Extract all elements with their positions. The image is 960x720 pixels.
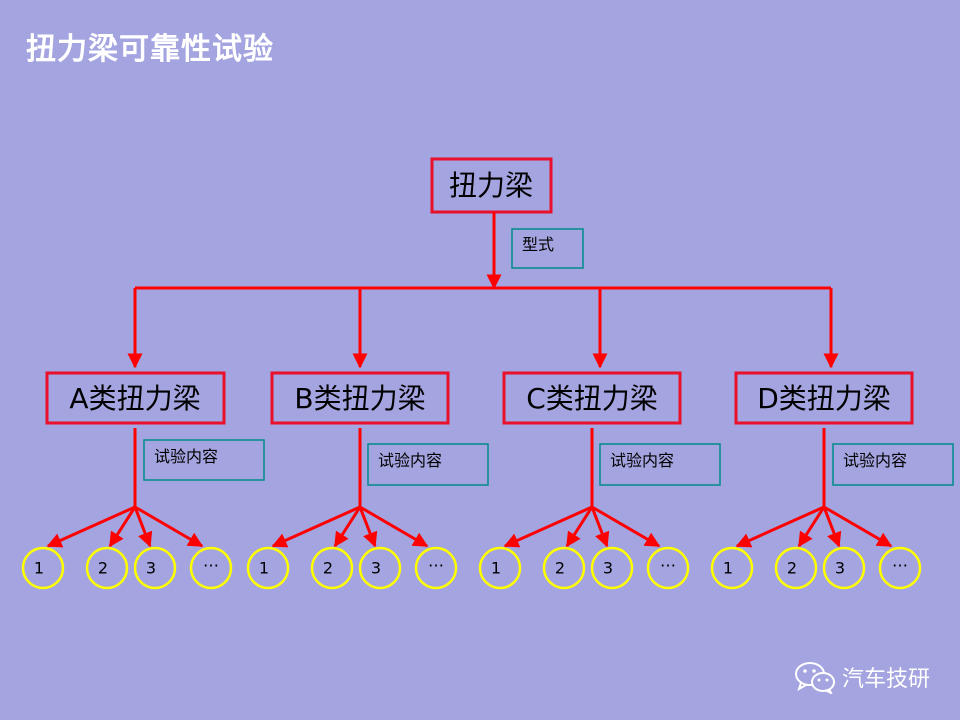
fan-line xyxy=(823,505,893,548)
branch-node xyxy=(734,371,914,425)
watermark: 汽车技研 xyxy=(794,660,930,694)
item-circle xyxy=(542,546,586,590)
branch-node-label: B类扭力梁 xyxy=(294,382,425,415)
fan-line xyxy=(797,506,826,548)
item-label: 3 xyxy=(835,559,845,578)
watermark-text: 汽车技研 xyxy=(841,667,930,692)
item-circle xyxy=(774,546,818,590)
root-node-label: 扭力梁 xyxy=(449,169,533,202)
branch-node xyxy=(45,371,226,425)
item-circle xyxy=(85,546,129,590)
item-label: 1 xyxy=(723,559,733,578)
branch-node xyxy=(502,371,682,425)
item-circle xyxy=(414,546,458,590)
item-circle xyxy=(646,546,690,590)
wechat-icon xyxy=(794,662,835,694)
branch-node xyxy=(270,371,450,425)
fan-line xyxy=(359,505,429,548)
item-circle xyxy=(822,546,866,590)
item-label: 2 xyxy=(555,559,565,578)
fan-line xyxy=(735,505,825,548)
root-edge-label-box: 型式 xyxy=(511,228,584,269)
branch-node-label: C类扭力梁 xyxy=(526,382,658,415)
branch-c: C类扭力梁 试验内容 1 2 3 … xyxy=(478,288,721,590)
fan-line xyxy=(591,505,661,548)
item-circle xyxy=(878,546,922,590)
item-label: 1 xyxy=(491,559,501,578)
item-circle xyxy=(478,546,522,590)
fan-line xyxy=(134,505,204,548)
branch-node-label: A类扭力梁 xyxy=(69,382,200,415)
edge-label-box xyxy=(367,443,489,486)
item-circle xyxy=(133,546,177,590)
edge-label: 试验内容 xyxy=(378,451,442,470)
item-label: 2 xyxy=(323,559,333,578)
branch-b: B类扭力梁 试验内容 1 2 3 … xyxy=(246,288,489,590)
branch-a: A类扭力梁 试验内容 1 2 3 … xyxy=(21,288,265,590)
item-label: … xyxy=(892,552,908,571)
edge-label-box xyxy=(599,443,721,486)
item-circle xyxy=(590,546,634,590)
item-label: 3 xyxy=(603,559,613,578)
item-label: 3 xyxy=(371,559,381,578)
fan-line xyxy=(822,506,842,548)
edge-label-box xyxy=(832,443,954,486)
fan-line xyxy=(333,506,362,548)
fan-line xyxy=(271,505,361,548)
fan-line xyxy=(133,506,153,548)
item-circle xyxy=(246,546,290,590)
item-circle xyxy=(21,546,65,590)
item-label: 2 xyxy=(787,559,797,578)
fan-line xyxy=(503,505,593,548)
root-node: 扭力梁 xyxy=(430,157,553,214)
item-label: … xyxy=(660,552,676,571)
root-edge-label: 型式 xyxy=(522,235,554,254)
item-label: … xyxy=(428,552,444,571)
item-circle xyxy=(710,546,754,590)
item-label: 3 xyxy=(146,559,156,578)
edge-label: 试验内容 xyxy=(843,451,907,470)
branch-d: D类扭力梁 试验内容 1 2 3 … xyxy=(710,288,954,590)
edge-label-box xyxy=(143,439,265,481)
item-label: 2 xyxy=(98,559,108,578)
item-circle xyxy=(310,546,354,590)
fan-line xyxy=(46,505,136,548)
edge-label: 试验内容 xyxy=(610,451,674,470)
fan-line xyxy=(108,506,137,548)
fan-line xyxy=(590,506,610,548)
fan-line xyxy=(358,506,378,548)
item-circle xyxy=(358,546,402,590)
item-label: 1 xyxy=(259,559,269,578)
slide-title: 扭力梁可靠性试验 xyxy=(26,32,274,67)
fan-line xyxy=(565,506,594,548)
item-label: … xyxy=(203,552,219,571)
item-label: 1 xyxy=(34,559,44,578)
edge-label: 试验内容 xyxy=(154,447,218,466)
item-circle xyxy=(189,546,233,590)
branch-node-label: D类扭力梁 xyxy=(757,382,891,415)
